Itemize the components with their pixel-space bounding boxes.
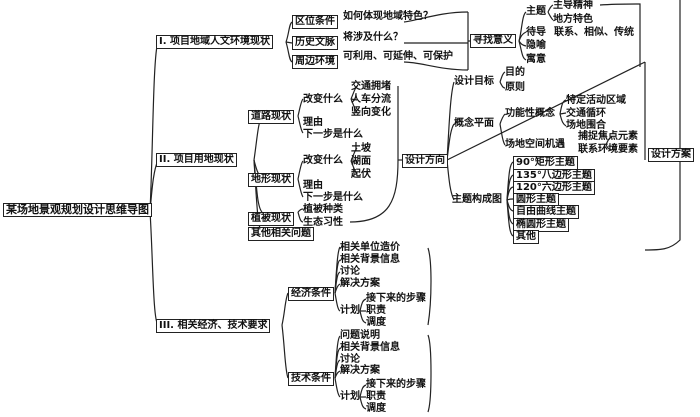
node-technical: 技术条件 [288,372,334,386]
terrain-change: 改变什么 [303,155,343,166]
node-theme: 主题 [526,6,546,17]
vegetation-habits: 生态习性 [303,217,343,228]
node-road: 道路现状 [248,110,294,124]
node-function-concept: 功能性概念 [505,108,555,119]
vegetation-species: 植被种类 [303,204,343,215]
technical-plan-next: 接下来的步骤 [366,379,426,390]
technical-plan-schedule: 调度 [366,403,386,414]
section-2-title: II. 项目用地现状 [156,153,237,167]
node-location: 区位条件 [292,15,338,29]
note-history: 将涉及什么？ [343,32,403,43]
economic-plan: 计划 [340,305,360,316]
road-reason: 理由 [303,117,323,128]
composition-freeform: 自由曲线主题 [513,205,579,219]
theme-item-local: 地方特色 [553,14,593,25]
section-1-title: I. 项目地域人文环境现状 [156,35,274,49]
economic-solution: 解决方案 [340,278,380,289]
road-change: 改变什么 [303,94,343,105]
note-surroundings: 可利用、可延伸、可保护 [343,51,453,62]
goal-principle: 原则 [505,82,525,93]
technical-plan: 计划 [340,391,360,402]
technical-solution: 解决方案 [340,365,380,376]
economic-plan-next: 接下来的步骤 [366,293,426,304]
root-node: 某场地景观规划设计思维导图 [3,203,152,217]
node-design-direction: 设计方向 [402,154,448,168]
node-other: 其他相关问题 [248,227,314,241]
section-3-title: III. 相关经济、技术要求 [156,319,271,333]
terrain-reason: 理由 [303,180,323,191]
technical-problem: 问题说明 [340,330,380,341]
node-design-goal: 设计目标 [454,76,494,87]
note-location: 如何体现地域特色？ [343,11,433,22]
road-next: 下一步是什么 [303,129,363,140]
economic-cost: 相关单位造价 [340,242,400,253]
economic-discussion: 讨论 [340,266,360,277]
goal-purpose: 目的 [505,67,525,78]
node-design-scheme: 设计方案 [648,148,694,162]
node-vegetation: 植被现状 [248,212,294,226]
terrain-change-lake: 湖面 [351,156,371,167]
space-focal: 捕捉焦点元素 [578,131,638,142]
technical-plan-duty: 职责 [366,391,386,402]
technical-background: 相关背景信息 [340,342,400,353]
economic-plan-schedule: 调度 [366,317,386,328]
function-enclosure: 场地围合 [566,120,606,131]
node-concept-plan: 概念平面 [454,118,494,129]
composition-other: 其他 [513,230,539,244]
function-activity: 特定活动区域 [566,95,626,106]
node-economic: 经济条件 [288,287,334,301]
theme-item-spirit: 主导精神 [553,0,593,11]
node-history: 历史文脉 [292,36,338,50]
function-circulation: 交通循环 [566,108,606,119]
technical-discussion: 讨论 [340,354,360,365]
terrain-change-undulate: 起伏 [351,169,371,180]
node-space-opportunity: 场地空间机遇 [505,139,565,150]
node-metaphor: 待导 [526,27,546,38]
economic-background: 相关背景信息 [340,254,400,265]
composition-90: 90°矩形主题 [513,156,578,170]
composition-ellipse: 椭圆形主题 [513,218,569,232]
terrain-next: 下一步是什么 [303,192,363,203]
node-surroundings: 周边环境 [292,55,338,69]
node-implicit: 隐喻 [526,40,546,51]
road-change-congestion: 交通拥堵 [351,81,391,92]
economic-plan-duty: 职责 [366,305,386,316]
node-seek-meaning: 寻找意义 [470,34,516,48]
terrain-change-slope: 土坡 [351,143,371,154]
metaphor-items: 联系、相似、传统 [554,27,634,38]
node-composition: 主题构成图 [452,194,502,205]
node-implied: 寓意 [526,54,546,65]
road-change-separation: 人车分流 [351,94,391,105]
road-change-vertical: 竖向变化 [351,107,391,118]
space-link: 联系环境要素 [578,144,638,155]
node-terrain: 地形现状 [248,173,294,187]
